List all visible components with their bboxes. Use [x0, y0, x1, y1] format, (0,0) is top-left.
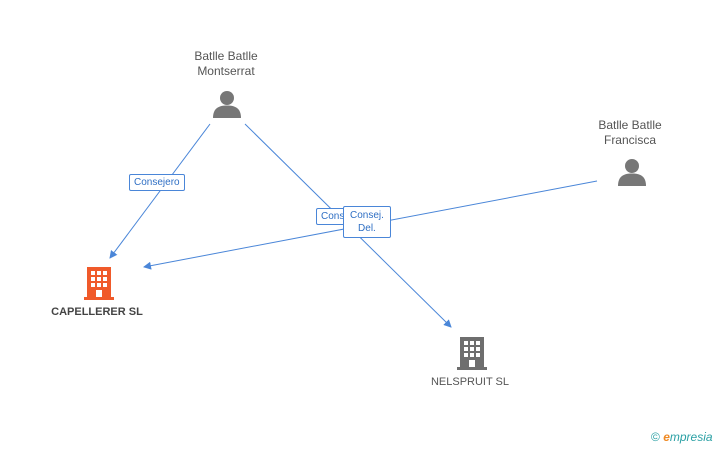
building-icon[interactable]	[457, 336, 487, 370]
person-label-montserrat: Batlle Batlle Montserrat	[176, 49, 276, 79]
edge-montserrat-capellerer	[109, 123, 211, 259]
edge-label-consej-del[interactable]: Consej. Del.	[343, 206, 391, 238]
company-label-nelspruit: NELSPRUIT SL	[430, 376, 510, 388]
person-label-francisca: Batlle Batlle Francisca	[580, 118, 680, 148]
building-icon[interactable]	[84, 266, 114, 300]
brand-rest: mpresia	[669, 430, 713, 444]
person-icon[interactable]	[212, 90, 242, 118]
person-name-line2: Francisca	[603, 133, 656, 147]
company-label-capellerer: CAPELLERER SL	[51, 306, 143, 318]
copyright-symbol: ©	[651, 430, 660, 444]
edge-label-line1: Consej.	[350, 210, 384, 221]
brand-logo: © empresia	[651, 430, 713, 444]
edge-label-line2: Del.	[358, 223, 376, 234]
person-name-line1: Batlle Batlle	[194, 49, 258, 63]
person-icon[interactable]	[617, 158, 647, 186]
person-name-line1: Batlle Batlle	[598, 118, 662, 132]
edge-label-consejero[interactable]: Consejero	[129, 174, 185, 191]
person-name-line2: Montserrat	[197, 64, 255, 78]
brand-e: e	[663, 430, 670, 444]
